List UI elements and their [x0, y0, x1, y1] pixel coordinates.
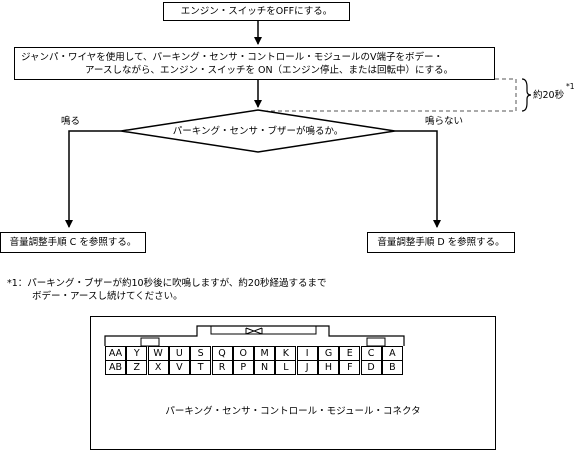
footnote-mark: *1：	[7, 278, 28, 289]
pin-bottom-11: F	[339, 360, 361, 375]
branch-no-line	[395, 130, 441, 228]
pin-top-8: K	[275, 346, 297, 361]
step2-box: ジャンパ・ワイヤを使用して、パーキング・センサ・コントロール・モジュールのV端子…	[14, 47, 495, 80]
pin-top-0: AA	[105, 346, 126, 361]
footnote-line1: パーキング・ブザーが約10秒後に吹鳴しますが、約20秒経過するまで	[27, 278, 327, 289]
step2-line1: ジャンパ・ワイヤを使用して、パーキング・センサ・コントロール・モジュールのV端子…	[21, 52, 444, 63]
branch-no-label: 鳴らない	[425, 116, 464, 127]
pin-bottom-10: H	[318, 360, 339, 375]
timer-bracket	[259, 78, 517, 112]
pin-bottom-2: X	[147, 360, 169, 375]
pin-top-6: O	[232, 346, 254, 361]
pin-top-1: Y	[126, 346, 148, 361]
pin-top-7: M	[254, 346, 276, 361]
pin-bottom-13: B	[381, 360, 403, 375]
pin-top-9: I	[296, 346, 318, 361]
step1-text: エンジン・スイッチをOFFにする。	[180, 6, 333, 17]
pin-top-12: C	[360, 346, 382, 361]
pin-top-4: S	[190, 346, 212, 361]
pin-bottom-5: R	[211, 360, 233, 375]
pin-bottom-8: L	[275, 360, 297, 375]
pin-top-3: U	[168, 346, 190, 361]
step1-box: エンジン・スイッチをOFFにする。	[163, 2, 350, 21]
pin-bottom-9: J	[296, 360, 318, 375]
pin-bottom-0: AB	[105, 360, 126, 375]
result-no-text: 音量調整手順 D を参照する。	[377, 237, 505, 248]
pin-bottom-6: P	[232, 360, 254, 375]
pin-bottom-3: V	[168, 360, 190, 375]
decision-text: パーキング・センサ・ブザーが鳴るか。	[172, 126, 344, 137]
branch-yes-line	[65, 130, 121, 228]
result-yes-box: 音量調整手順 C を参照する。	[0, 232, 146, 253]
timer-brace	[521, 78, 532, 112]
timer-footnote-mark: *1	[566, 82, 575, 91]
pin-bottom-7: N	[254, 360, 276, 375]
connector-title: パーキング・センサ・コントロール・モジュール・コネクタ	[165, 406, 421, 417]
footnote: *1：パーキング・ブザーが約10秒後に吹鳴しますが、約20秒経過するまで ボデー…	[7, 277, 327, 303]
pin-top-13: A	[381, 346, 403, 361]
pin-bottom-12: D	[360, 360, 382, 375]
pin-top-10: G	[318, 346, 339, 361]
step2-line2: アースしながら、エンジン・スイッチを ON（エンジン停止、または回転中）にする。	[85, 65, 454, 76]
pin-bottom-4: T	[190, 360, 212, 375]
connector-housing	[104, 325, 405, 347]
pin-top-2: W	[147, 346, 169, 361]
timer-label: 約20秒	[533, 90, 565, 101]
pin-top-5: Q	[211, 346, 233, 361]
result-no-box: 音量調整手順 D を参照する。	[367, 232, 515, 253]
footnote-line2: ボデー・アースし続けてください。	[32, 291, 183, 302]
result-yes-text: 音量調整手順 C を参照する。	[9, 237, 137, 248]
pin-top-11: E	[339, 346, 361, 361]
pin-bottom-1: Z	[126, 360, 148, 375]
branch-yes-label: 鳴る	[61, 116, 81, 127]
